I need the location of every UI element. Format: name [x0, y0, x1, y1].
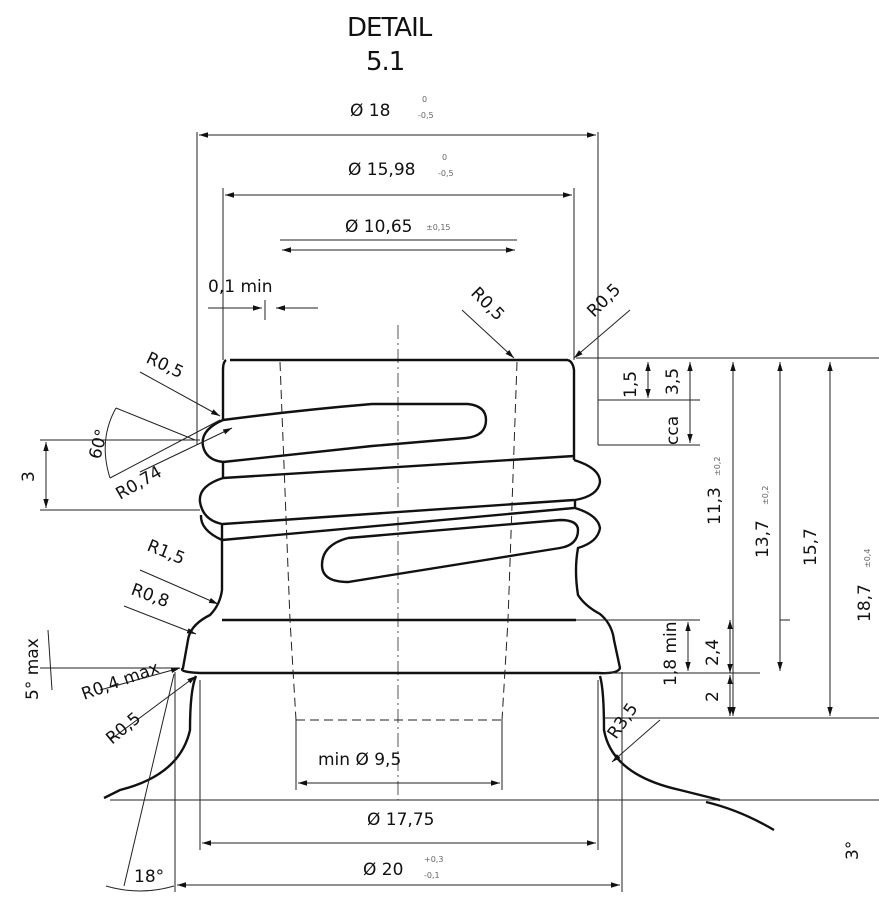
dim-h15-7: 15,7	[780, 528, 821, 621]
svg-text:cca: cca	[663, 416, 683, 445]
svg-text:R0,74: R0,74	[113, 462, 166, 504]
svg-text:R0,5: R0,5	[466, 283, 508, 325]
svg-text:3: 3	[19, 471, 39, 482]
svg-text:3°: 3°	[843, 841, 863, 860]
radius-r08: R0,8	[123, 580, 197, 635]
svg-text:1,8 min: 1,8 min	[661, 622, 681, 687]
svg-text:R0,4 max: R0,4 max	[79, 658, 162, 705]
svg-text:11,3: 11,3	[705, 487, 725, 525]
dim-h11-3: 11,3 ±0,2	[705, 362, 736, 716]
svg-text:Ø 18: Ø 18	[350, 101, 390, 121]
svg-text:+0,3: +0,3	[424, 855, 443, 864]
svg-text:60°: 60°	[86, 427, 113, 461]
radius-r05-left: R0,5	[139, 348, 221, 417]
dim-h2-4: 2,4	[703, 620, 733, 673]
detail-number: 5.1	[366, 47, 404, 77]
svg-text:±0,2: ±0,2	[761, 486, 770, 505]
svg-text:2,4: 2,4	[703, 639, 723, 666]
svg-text:-0,5: -0,5	[438, 169, 454, 178]
dim-d10-65: Ø 10,65 ±0,15	[280, 217, 517, 253]
svg-text:2: 2	[703, 691, 723, 702]
dim-h13-7: 13,7 ±0,2	[753, 362, 783, 671]
detail-title: DETAIL	[347, 13, 433, 43]
svg-text:3,5: 3,5	[663, 368, 683, 395]
svg-text:5° max: 5° max	[23, 638, 43, 700]
svg-text:18°: 18°	[134, 867, 164, 887]
svg-text:0,1 min: 0,1 min	[208, 277, 273, 297]
angle-3: 3°	[843, 841, 863, 860]
svg-text:Ø 20: Ø 20	[363, 860, 403, 880]
svg-text:R0,5: R0,5	[143, 348, 187, 383]
svg-text:Ø 15,98: Ø 15,98	[348, 160, 415, 180]
svg-text:Ø 10,65: Ø 10,65	[345, 217, 412, 237]
dim-h3-5: 3,5 cca	[663, 362, 693, 445]
dim-h2: 2	[703, 675, 733, 716]
svg-text:R0,8: R0,8	[128, 580, 171, 612]
dim-h1-8min: 1,8 min	[661, 622, 691, 687]
svg-text:±0,4: ±0,4	[863, 549, 872, 568]
dim-d9-5: min Ø 9,5	[295, 720, 503, 790]
svg-text:Ø 17,75: Ø 17,75	[367, 810, 434, 830]
dim-pitch-3: 3	[19, 439, 200, 511]
svg-text:R3,5: R3,5	[604, 700, 643, 743]
svg-text:0: 0	[442, 153, 447, 162]
inner-bore-hidden	[279, 361, 518, 721]
svg-text:13,7: 13,7	[753, 520, 773, 558]
svg-text:min Ø 9,5: min Ø 9,5	[318, 750, 401, 770]
dim-d18: Ø 18 0 -0,5	[196, 95, 599, 445]
svg-text:-0,5: -0,5	[418, 111, 434, 120]
radius-r04-max: R0,4 max	[79, 658, 181, 705]
svg-text:1,5: 1,5	[621, 371, 641, 398]
svg-text:±0,2: ±0,2	[713, 457, 722, 476]
svg-text:R1,5: R1,5	[144, 536, 188, 569]
svg-text:R0,5: R0,5	[583, 280, 625, 322]
svg-text:15,7: 15,7	[801, 528, 821, 566]
dim-d17-75: Ø 17,75	[199, 680, 599, 850]
svg-text:0: 0	[422, 95, 427, 104]
svg-text:R0,5: R0,5	[102, 709, 145, 749]
radius-r05-top-mid: R0,5	[461, 283, 515, 359]
radius-r074: R0,74	[113, 427, 233, 504]
svg-text:18,7: 18,7	[855, 584, 875, 622]
dim-h1-5: 1,5	[621, 362, 651, 398]
angle-18: 18°	[105, 673, 175, 892]
dim-d15-98: Ø 15,98 0 -0,5	[222, 153, 575, 360]
radius-r05-top-right: R0,5	[573, 280, 631, 359]
neck-profile	[103, 358, 775, 832]
svg-text:±0,15: ±0,15	[426, 223, 451, 232]
dim-h18-7: 18,7 ±0,4	[827, 362, 875, 716]
dim-0-1-min: 0,1 min	[208, 277, 318, 320]
right-extension-lines	[110, 357, 879, 801]
dim-d20: Ø 20 +0,3 -0,1	[174, 672, 623, 892]
svg-text:-0,1: -0,1	[424, 871, 440, 880]
angle-5-max: 5° max	[23, 629, 180, 700]
